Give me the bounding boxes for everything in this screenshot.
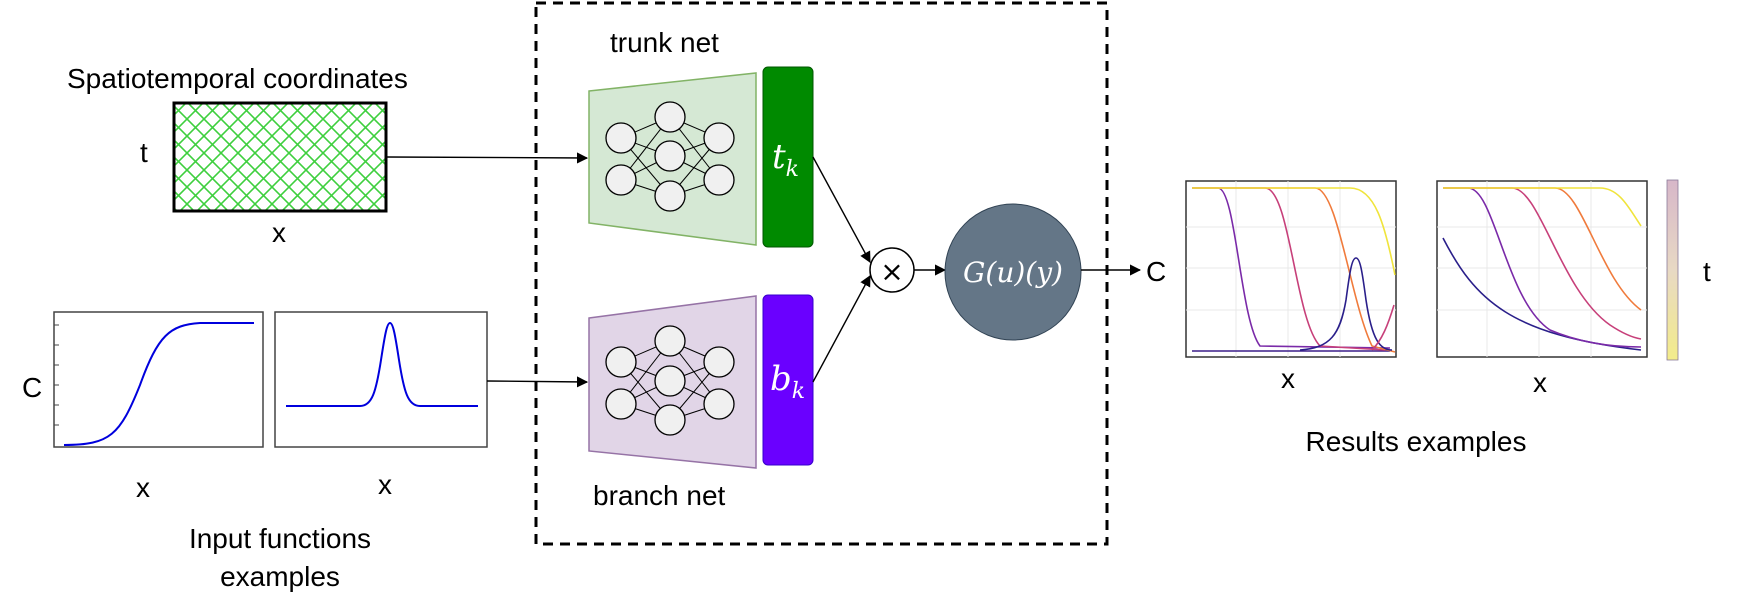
branch-output-label: bk bbox=[770, 359, 805, 404]
time-colorbar bbox=[1666, 179, 1679, 361]
trunk-title: trunk net bbox=[610, 27, 719, 58]
branch-net-neurons bbox=[605, 325, 735, 436]
result-plot-1 bbox=[1185, 180, 1397, 358]
gaussian-curve bbox=[286, 321, 478, 407]
branch-output-bk bbox=[762, 294, 814, 466]
input-function-gaussian-plot bbox=[274, 311, 488, 448]
input-c-label: C bbox=[22, 372, 42, 403]
result-x2-label: x bbox=[1533, 367, 1547, 398]
sigmoid-curve bbox=[63, 322, 254, 446]
coords-x-label: x bbox=[272, 217, 286, 248]
coords-title: Spatiotemporal coordinates bbox=[67, 63, 408, 94]
coordinate-grid bbox=[172, 101, 388, 213]
input-x2-label: x bbox=[378, 469, 392, 500]
input-caption-line1: Input functions bbox=[189, 523, 371, 554]
results-caption: Results examples bbox=[1306, 426, 1527, 457]
operator-label: G(u)(y) bbox=[963, 256, 1063, 289]
trunk-net-neurons bbox=[605, 101, 735, 212]
input-caption-line2: examples bbox=[220, 561, 340, 592]
trunk-to-multiply-arrow bbox=[812, 156, 871, 263]
input-function-sigmoid-plot bbox=[53, 311, 264, 448]
trunk-output-label: tk bbox=[772, 137, 799, 182]
input-x1-label: x bbox=[136, 472, 150, 503]
result-t-label: t bbox=[1703, 256, 1711, 287]
inputs-to-branch-arrow bbox=[486, 376, 589, 388]
coords-t-label: t bbox=[140, 137, 148, 168]
branch-title: branch net bbox=[593, 480, 726, 511]
result-x1-label: x bbox=[1281, 363, 1295, 394]
operator-node bbox=[944, 203, 1082, 341]
output-c-label: C bbox=[1146, 256, 1166, 287]
coords-to-trunk-arrow bbox=[385, 152, 589, 164]
multiply-symbol: × bbox=[880, 255, 903, 288]
deeponet-frame bbox=[534, 1, 1109, 546]
result-plot-2 bbox=[1436, 180, 1648, 358]
branch-to-multiply-arrow bbox=[812, 275, 871, 383]
